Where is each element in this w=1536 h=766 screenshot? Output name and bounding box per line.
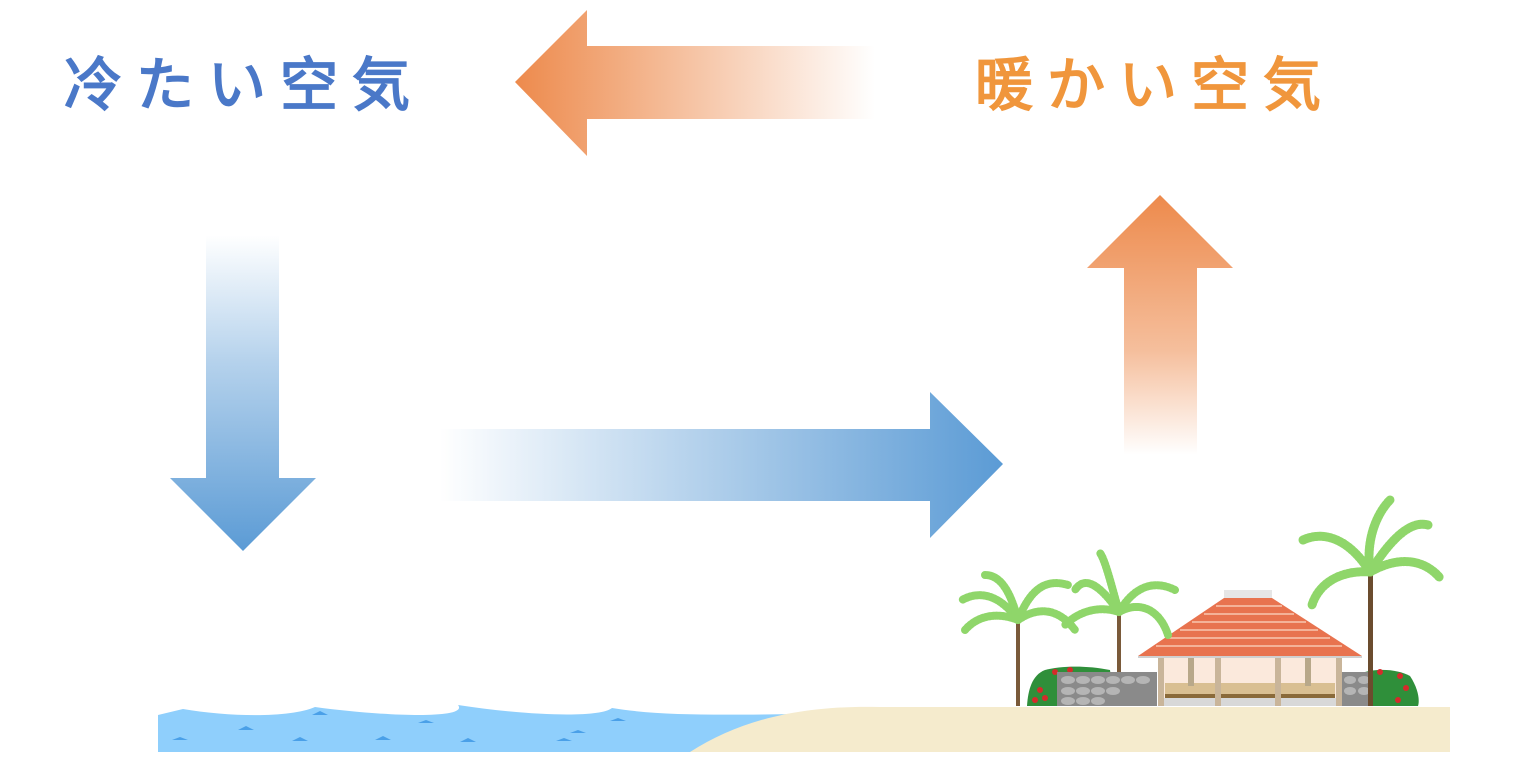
- stone-wall-right: [1340, 672, 1372, 706]
- sand-beach: [690, 706, 1450, 752]
- palm-tree-2: [1061, 549, 1179, 672]
- arrow-down-cold: [170, 235, 316, 551]
- arrow-up-warm: [1087, 195, 1233, 455]
- palm-tree-3: [1298, 495, 1445, 706]
- house: [1138, 590, 1362, 706]
- tiled-roof: [1138, 598, 1362, 656]
- hedge-right: [1360, 669, 1419, 706]
- stone-wall-left: [1057, 672, 1157, 706]
- cold-air-label: 冷たい空気: [64, 51, 425, 119]
- warm-air-label: 暖かい空気: [975, 51, 1336, 119]
- arrow-right-cold: [440, 392, 1003, 538]
- sea: [158, 705, 800, 752]
- arrow-left-warm: [515, 10, 875, 156]
- palm-tree-1: [958, 571, 1079, 706]
